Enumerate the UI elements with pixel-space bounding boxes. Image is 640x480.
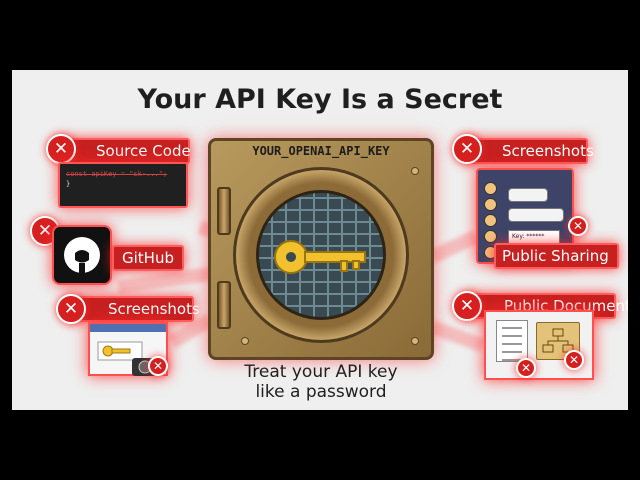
- key-field: Key: ******: [508, 230, 560, 244]
- avatar: [484, 182, 497, 195]
- x-circle-icon: ✕: [148, 356, 168, 376]
- x-circle-icon: ✕: [568, 216, 588, 236]
- org-chart-icon: [542, 328, 574, 353]
- chat-bubble: [508, 208, 564, 222]
- public-sharing-label: Public Sharing: [494, 243, 619, 269]
- warning-ray: [429, 230, 479, 264]
- screenshots-label-left: Screenshots: [70, 296, 200, 322]
- page-title: Your API Key Is a Secret: [137, 84, 503, 115]
- screenshots-label-right: Screenshots: [464, 138, 594, 164]
- screenshot-window: [88, 322, 168, 376]
- chat-bubble: [508, 188, 548, 202]
- x-circle-icon: ✕: [452, 134, 482, 164]
- source-code-label: Source Code: [58, 138, 191, 164]
- documents-panel: [484, 310, 594, 380]
- github-label: GitHub: [112, 245, 184, 271]
- warning-ray: [429, 320, 486, 353]
- code-line: const apiKey = "sk-...";: [66, 170, 168, 178]
- x-circle-icon: ✕: [452, 291, 482, 321]
- vault-hinge: [217, 281, 231, 329]
- vault-hinge: [217, 187, 231, 235]
- github-logo-icon: [52, 225, 112, 285]
- document-icon: [496, 320, 528, 362]
- vault-safe: YOUR_OPENAI_API_KEY: [208, 138, 434, 360]
- vault-label: YOUR_OPENAI_API_KEY: [252, 144, 390, 158]
- code-snippet: const apiKey = "sk-..."; }: [58, 162, 188, 208]
- vault-rivet: [241, 337, 249, 345]
- code-brace: }: [66, 180, 71, 188]
- infographic: Your API Key Is a Secret Source Code ✕ c…: [12, 70, 628, 410]
- key-icon: [274, 240, 366, 274]
- vault-door-ring: [233, 167, 409, 343]
- caption: Treat your API key like a password: [244, 362, 398, 402]
- vault-rivet: [411, 337, 419, 345]
- window-titlebar: [90, 324, 166, 332]
- key-icon: [97, 341, 143, 361]
- x-circle-icon: ✕: [46, 134, 76, 164]
- x-circle-icon: ✕: [56, 294, 86, 324]
- x-circle-icon: ✕: [564, 350, 584, 370]
- avatar: [484, 230, 497, 243]
- avatar: [484, 198, 497, 211]
- x-circle-icon: ✕: [516, 358, 536, 378]
- vault-window: [256, 190, 386, 320]
- github-octocat-icon: [64, 237, 100, 273]
- avatar: [484, 214, 497, 227]
- vault-rivet: [411, 167, 419, 175]
